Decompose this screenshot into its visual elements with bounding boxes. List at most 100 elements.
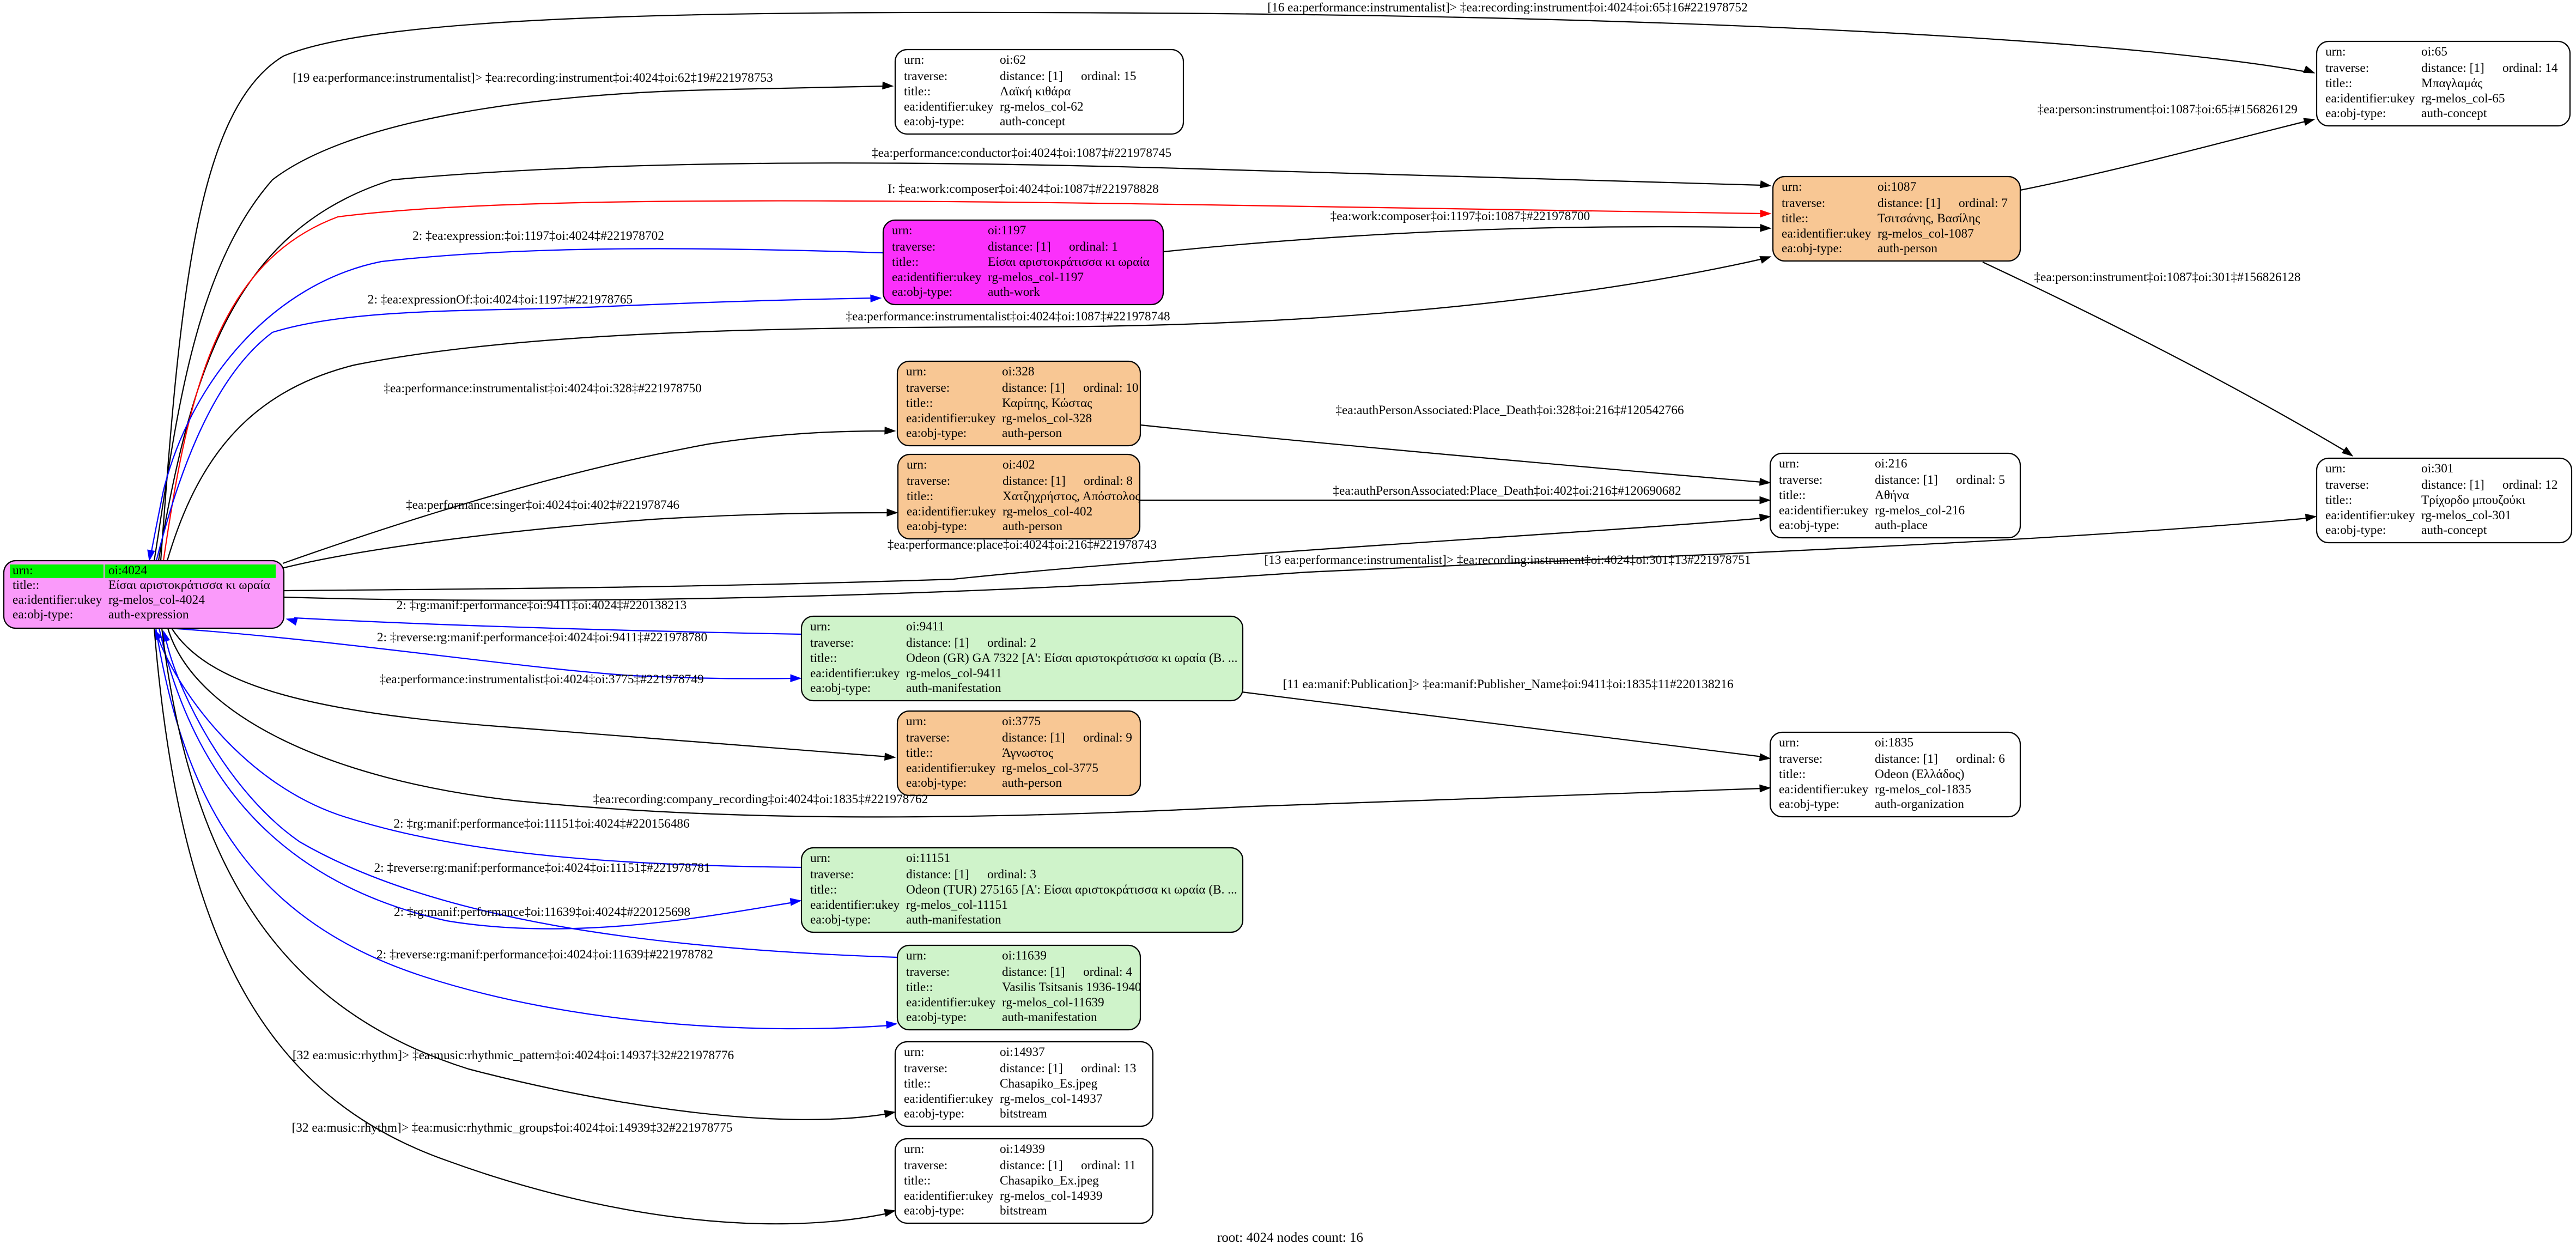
svg-text:ea:identifier:ukey: ea:identifier:ukey — [1779, 503, 1869, 518]
svg-text:auth-concept: auth-concept — [1000, 114, 1066, 129]
svg-text:Vasilis Tsitsanis 1936-1940: Vasilis Tsitsanis 1936-1940 — [1002, 980, 1141, 994]
svg-text:auth-person: auth-person — [1878, 241, 1937, 256]
svg-text:traverse:: traverse: — [906, 731, 950, 745]
svg-text:distance: [1]: distance: [1] — [1000, 69, 1063, 83]
svg-text:ea:obj-type:: ea:obj-type: — [904, 1107, 964, 1121]
svg-text:rg-melos_col-301: rg-melos_col-301 — [2421, 508, 2511, 523]
svg-text:Chasapiko_Ex.jpeg: Chasapiko_Ex.jpeg — [1000, 1174, 1099, 1188]
svg-text:bitstream: bitstream — [1000, 1107, 1047, 1121]
svg-text:title::: title:: — [906, 980, 933, 994]
svg-text:oi:402: oi:402 — [1003, 458, 1035, 472]
svg-text:ea:identifier:ukey: ea:identifier:ukey — [810, 666, 900, 681]
svg-text:traverse:: traverse: — [892, 240, 935, 254]
svg-text:ea:identifier:ukey: ea:identifier:ukey — [904, 1092, 994, 1106]
svg-text:urn:: urn: — [907, 458, 927, 472]
svg-text:ordinal: 10: ordinal: 10 — [1083, 381, 1139, 395]
svg-text:urn:: urn: — [2325, 45, 2346, 59]
svg-text:title::: title:: — [907, 489, 933, 503]
svg-text:urn:: urn: — [810, 851, 831, 865]
svg-text:rg-melos_col-14939: rg-melos_col-14939 — [1000, 1189, 1103, 1203]
svg-text:urn:: urn: — [906, 949, 927, 963]
svg-text:urn:: urn: — [2325, 461, 2346, 476]
svg-text:distance: [1]: distance: [1] — [2421, 478, 2484, 492]
svg-text:oi:65: oi:65 — [2421, 45, 2447, 59]
svg-text:‡ea:performance:instrumentalis: ‡ea:performance:instrumentalist‡oi:4024‡… — [379, 672, 703, 687]
svg-text:auth-person: auth-person — [1002, 426, 1062, 440]
svg-text:ea:obj-type:: ea:obj-type: — [2325, 523, 2386, 537]
svg-text:ea:identifier:ukey: ea:identifier:ukey — [906, 761, 996, 775]
svg-text:traverse:: traverse: — [1779, 752, 1822, 766]
svg-text:‡ea:recording:company_recordin: ‡ea:recording:company_recording‡oi:4024‡… — [593, 792, 928, 806]
svg-text:distance: [1]: distance: [1] — [1003, 474, 1066, 488]
svg-text:ea:obj-type:: ea:obj-type: — [906, 776, 967, 790]
svg-text:title::: title:: — [1779, 767, 1806, 781]
svg-text:ea:obj-type:: ea:obj-type: — [810, 913, 871, 927]
svg-text:Είσαι αριστοκράτισσα κι ωραία: Είσαι αριστοκράτισσα κι ωραία — [108, 578, 270, 592]
svg-text:urn:: urn: — [906, 714, 927, 728]
svg-text:ea:identifier:ukey: ea:identifier:ukey — [906, 411, 996, 426]
svg-text:ordinal: 3: ordinal: 3 — [987, 867, 1036, 882]
svg-text:auth-place: auth-place — [1875, 518, 1928, 532]
svg-text:rg-melos_col-4024: rg-melos_col-4024 — [108, 593, 205, 607]
svg-text:rg-melos_col-328: rg-melos_col-328 — [1002, 411, 1092, 426]
svg-text:[13 ea:performance:instrumenta: [13 ea:performance:instrumentalist]> ‡ea… — [1264, 553, 1751, 567]
svg-text:oi:62: oi:62 — [1000, 53, 1026, 67]
svg-text:urn:: urn: — [13, 563, 33, 578]
svg-text:Chasapiko_Es.jpeg: Chasapiko_Es.jpeg — [1000, 1077, 1098, 1091]
svg-text:distance: [1]: distance: [1] — [988, 240, 1051, 254]
svg-text:distance: [1]: distance: [1] — [1002, 731, 1065, 745]
svg-text:oi:1197: oi:1197 — [988, 223, 1026, 238]
svg-text:auth-manifestation: auth-manifestation — [906, 681, 1001, 695]
svg-text:traverse:: traverse: — [2325, 478, 2369, 492]
svg-text:[16 ea:performance:instrumenta: [16 ea:performance:instrumentalist]> ‡ea… — [1267, 1, 1747, 15]
svg-text:[19 ea:performance:instrumenta: [19 ea:performance:instrumentalist]> ‡ea… — [293, 71, 773, 85]
svg-text:2: ‡rg:manif:performance‡oi:11: 2: ‡rg:manif:performance‡oi:11151‡oi:402… — [393, 817, 689, 831]
svg-text:urn:: urn: — [1779, 457, 1800, 471]
svg-text:auth-work: auth-work — [988, 285, 1040, 299]
svg-text:rg-melos_col-62: rg-melos_col-62 — [1000, 100, 1084, 114]
svg-text:urn:: urn: — [904, 53, 925, 67]
svg-text:ea:obj-type:: ea:obj-type: — [1779, 518, 1839, 532]
svg-text:ea:identifier:ukey: ea:identifier:ukey — [13, 593, 102, 607]
svg-text:title::: title:: — [2325, 493, 2352, 507]
svg-text:ordinal: 5: ordinal: 5 — [1956, 473, 2005, 487]
svg-text:‡ea:performance:conductor‡oi:4: ‡ea:performance:conductor‡oi:4024‡oi:108… — [872, 146, 1171, 160]
svg-text:urn:: urn: — [892, 223, 913, 238]
svg-text:oi:14937: oi:14937 — [1000, 1045, 1045, 1059]
svg-text:rg-melos_col-11639: rg-melos_col-11639 — [1002, 995, 1104, 1010]
svg-text:rg-melos_col-1835: rg-melos_col-1835 — [1875, 782, 1971, 797]
svg-text:title::: title:: — [892, 255, 919, 269]
svg-text:distance: [1]: distance: [1] — [1875, 473, 1938, 487]
svg-text:ea:obj-type:: ea:obj-type: — [810, 681, 871, 695]
svg-text:ea:identifier:ukey: ea:identifier:ukey — [907, 505, 997, 519]
svg-text:rg-melos_col-1197: rg-melos_col-1197 — [988, 270, 1084, 284]
svg-text:traverse:: traverse: — [906, 381, 950, 395]
svg-text:Λαϊκή κιθάρα: Λαϊκή κιθάρα — [1000, 84, 1071, 99]
svg-text:distance: [1]: distance: [1] — [1878, 196, 1941, 210]
svg-text:title::: title:: — [904, 1174, 931, 1188]
svg-text:oi:9411: oi:9411 — [906, 620, 944, 634]
svg-text:ordinal: 7: ordinal: 7 — [1959, 196, 2008, 210]
svg-text:ordinal: 8: ordinal: 8 — [1084, 474, 1133, 488]
svg-text:distance: [1]: distance: [1] — [1002, 381, 1065, 395]
svg-text:Αθήνα: Αθήνα — [1875, 488, 1909, 502]
svg-text:‡ea:performance:place‡oi:4024‡: ‡ea:performance:place‡oi:4024‡oi:216‡#22… — [888, 538, 1157, 552]
svg-text:ea:obj-type:: ea:obj-type: — [906, 426, 967, 440]
svg-text:ordinal: 4: ordinal: 4 — [1083, 965, 1132, 979]
svg-text:auth-expression: auth-expression — [108, 608, 189, 622]
svg-text:traverse:: traverse: — [810, 867, 854, 882]
svg-text:ordinal: 15: ordinal: 15 — [1081, 69, 1137, 83]
svg-text:distance: [1]: distance: [1] — [906, 867, 969, 882]
svg-text:auth-person: auth-person — [1003, 519, 1062, 533]
svg-text:‡ea:person:instrument‡oi:1087‡: ‡ea:person:instrument‡oi:1087‡oi:65‡#156… — [2037, 102, 2298, 117]
svg-text:ea:obj-type:: ea:obj-type: — [904, 114, 964, 129]
svg-text:Είσαι αριστοκράτισσα κι ωραία: Είσαι αριστοκράτισσα κι ωραία — [988, 255, 1150, 269]
svg-text:traverse:: traverse: — [904, 1158, 947, 1173]
svg-text:ea:obj-type:: ea:obj-type: — [1779, 797, 1839, 811]
svg-text:traverse:: traverse: — [810, 636, 854, 650]
svg-text:oi:11639: oi:11639 — [1002, 949, 1047, 963]
svg-text:title::: title:: — [810, 651, 837, 665]
svg-text:title::: title:: — [2325, 76, 2352, 90]
svg-text:traverse:: traverse: — [907, 474, 950, 488]
svg-text:Άγνωστος: Άγνωστος — [1002, 746, 1053, 760]
